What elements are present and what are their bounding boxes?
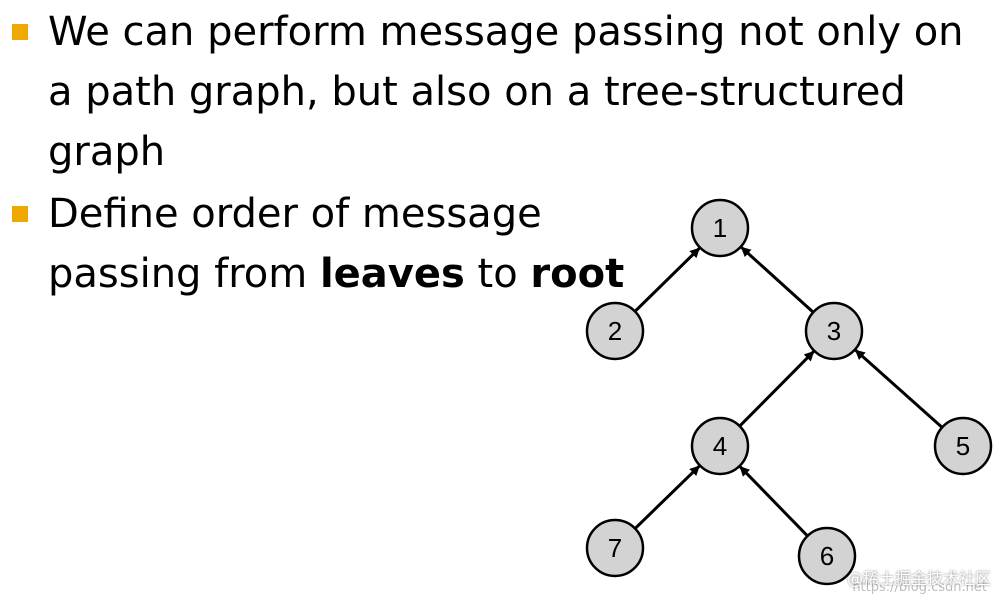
- bold-root: root: [530, 251, 625, 297]
- watermark: @稀土掘金技术社区: [846, 569, 991, 588]
- node-circle-4: [690, 416, 750, 476]
- edge-6-to-4: [739, 465, 809, 537]
- node-label-2: 2: [608, 316, 622, 346]
- bullet-2-line-2: passing from leaves to root: [48, 250, 624, 298]
- tree-edges: [633, 246, 944, 537]
- bullet-1-line-1: We can perform message passing not only …: [48, 9, 964, 55]
- edge-2-to-1: [633, 247, 701, 313]
- node-circle-1: [690, 198, 750, 258]
- edge-4-to-3: [738, 350, 815, 428]
- node-circle-6: [797, 526, 857, 586]
- node-label-1: 1: [713, 213, 727, 243]
- edge-5-to-3: [854, 349, 944, 429]
- node-7: 7: [585, 518, 645, 578]
- node-6: 6: [797, 526, 857, 586]
- bullet-1-line-2: a path graph, but also on a tree-structu…: [48, 69, 906, 115]
- bullet-2-line-1: Define order of message: [48, 191, 542, 237]
- bold-leaves: leaves: [319, 251, 465, 297]
- bullet-2-mid: to: [464, 251, 531, 297]
- node-circle-5: [933, 416, 993, 476]
- bullet-marker-1: [12, 24, 28, 40]
- node-3: 3: [804, 301, 864, 361]
- node-circle-7: [585, 518, 645, 578]
- tree-nodes: 1 2 3 4 5 6 7: [585, 198, 993, 586]
- node-circle-2: [585, 301, 645, 361]
- node-5: 5: [933, 416, 993, 476]
- edge-3-to-1: [740, 246, 815, 314]
- node-2: 2: [585, 301, 645, 361]
- node-label-5: 5: [956, 431, 970, 461]
- bullet-2-prefix: passing from: [48, 251, 320, 297]
- node-label-4: 4: [713, 431, 727, 461]
- bullet-1-line-3: graph: [48, 129, 166, 175]
- node-4: 4: [690, 416, 750, 476]
- node-label-3: 3: [827, 316, 841, 346]
- node-label-7: 7: [608, 533, 622, 563]
- edge-7-to-4: [634, 465, 701, 530]
- watermark-url: https://blog.csdn.net: [852, 580, 987, 595]
- bullet-marker-2: [12, 206, 28, 222]
- node-1: 1: [690, 198, 750, 258]
- node-circle-3: [804, 301, 864, 361]
- node-label-6: 6: [820, 541, 834, 571]
